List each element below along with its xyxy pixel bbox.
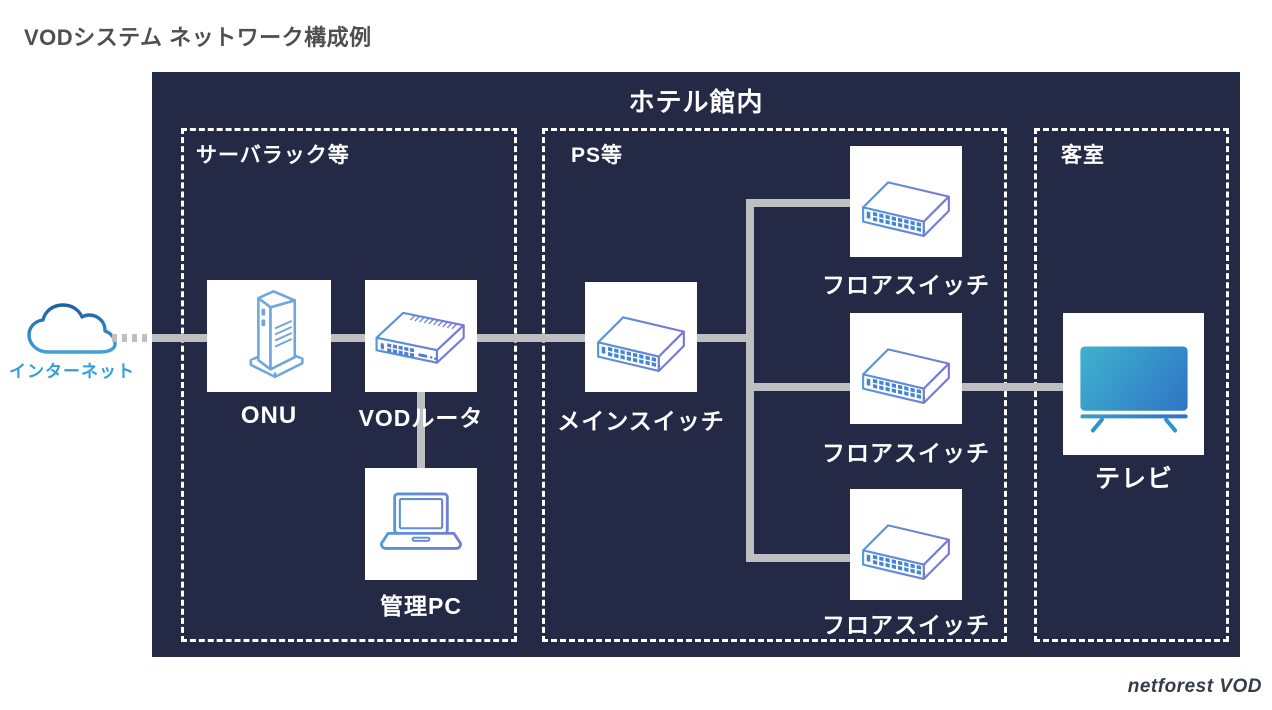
onu-label: ONU: [240, 402, 298, 429]
switch-icon: [862, 347, 950, 404]
floor-switch-middle-label: フロアスイッチ: [822, 440, 990, 466]
main-switch-node: [585, 282, 697, 392]
connector-branch-bottom: [754, 554, 906, 562]
page-title: VODシステム ネットワーク構成例: [24, 25, 372, 50]
switch-icon: [862, 180, 950, 237]
cloud-icon: [27, 303, 117, 354]
switch-icon: [862, 523, 950, 580]
hotel-title: ホテル館内: [628, 87, 764, 117]
laptop-icon: [380, 492, 462, 550]
connector-trunk-vertical: [746, 199, 754, 562]
section-ps-label: PS等: [571, 144, 624, 167]
internet-node: インターネット: [9, 298, 154, 382]
brand-logo: netforest VOD: [1127, 676, 1262, 697]
onu-icon: [249, 290, 304, 379]
floor-switch-middle-node: [850, 313, 962, 424]
tv-label: テレビ: [1094, 465, 1173, 493]
main-switch-label: メインスイッチ: [557, 408, 725, 434]
floor-switch-top-node: [850, 146, 962, 257]
tv-node: [1063, 313, 1204, 455]
vod-router-label: VODルータ: [358, 405, 484, 431]
floor-switch-top-label: フロアスイッチ: [822, 272, 990, 298]
internet-label: インターネット: [9, 362, 135, 381]
onu-node: [207, 280, 331, 392]
admin-pc-label: 管理PC: [380, 593, 462, 619]
floor-switch-bottom-label: フロアスイッチ: [822, 612, 990, 638]
section-server-rack: サーバラック等: [181, 128, 517, 642]
connector-branch-top: [754, 199, 906, 207]
tv-icon: [1079, 346, 1188, 433]
section-server-rack-label: サーバラック等: [196, 144, 350, 167]
router-icon: [375, 311, 465, 364]
vod-router-node: [365, 280, 477, 392]
section-guest-room-label: 客室: [1061, 144, 1105, 167]
connector-router-pc: [417, 392, 425, 468]
connector-internet-dotted: [112, 334, 152, 342]
switch-icon: [597, 316, 685, 372]
admin-pc-node: [365, 468, 477, 580]
floor-switch-bottom-node: [850, 489, 962, 600]
